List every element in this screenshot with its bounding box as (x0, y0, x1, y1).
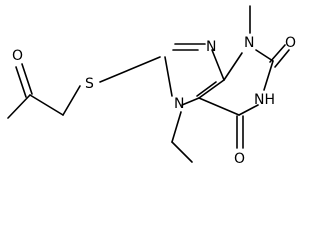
atom-n3: N (244, 35, 254, 51)
bond-co-ch3 (7, 94, 31, 119)
bond-n1-c6 (238, 104, 259, 116)
atom-n1: NH (254, 92, 275, 108)
atom-o-ketone: O (12, 48, 23, 64)
bond-n7-ethyl-1 (171, 111, 182, 143)
bond-c4-c5-inner (196, 81, 217, 97)
bond-c2-n1 (263, 60, 274, 91)
bond-c5-n7 (181, 97, 200, 106)
bond-n9-c4 (211, 49, 225, 81)
atom-o2: O (285, 35, 296, 51)
atom-labels: N N NH N S O O O (12, 35, 296, 167)
atom-n7: N (174, 96, 184, 112)
bond-c2-o2-double (274, 49, 290, 68)
bond-co-o-double (15, 66, 27, 98)
bond-c4-c5 (198, 79, 225, 99)
bond-s-ch2 (62, 85, 81, 116)
bond-co-o (21, 63, 33, 95)
bond-c2-o2 (269, 44, 286, 63)
atom-s: S (85, 76, 94, 92)
bond-c8-s (99, 56, 161, 83)
bond-ethyl-2 (171, 141, 193, 163)
bond-n3-c2 (255, 49, 274, 62)
bond-ch2-co (29, 94, 64, 116)
bonds (7, 5, 290, 163)
bond-n7-c8 (164, 56, 173, 97)
atom-n9: N (206, 39, 216, 55)
bond-c6-c5 (198, 97, 240, 116)
atom-o6: O (234, 151, 245, 167)
molecule-structure: N N NH N S O O O (7, 5, 296, 167)
bond-c4-n3 (223, 52, 243, 81)
